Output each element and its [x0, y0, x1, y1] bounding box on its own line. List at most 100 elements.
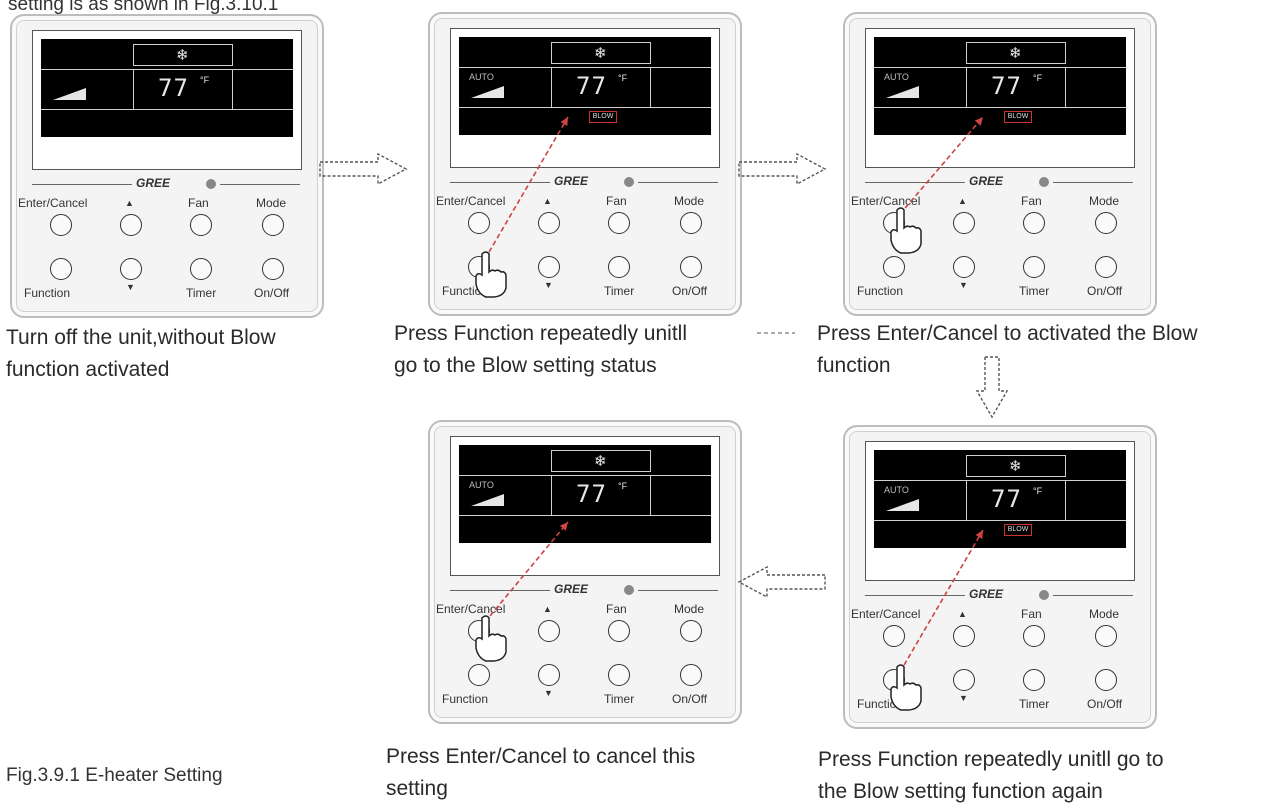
mode-label: Mode [674, 602, 705, 616]
down-button[interactable] [538, 256, 560, 278]
brand-row: GREE [12, 176, 322, 192]
caption-step3-line1: Press Enter/Cancel to activated the Blow [817, 322, 1198, 345]
mode-button[interactable] [1095, 212, 1117, 234]
enter-cancel-label: Enter/Cancel [436, 194, 506, 208]
function-button[interactable] [50, 258, 72, 280]
mode-button[interactable] [680, 212, 702, 234]
timer-button[interactable] [1023, 669, 1045, 691]
up-button[interactable] [953, 212, 975, 234]
up-arrow-icon: ▲ [543, 604, 552, 614]
mode-button[interactable] [1095, 625, 1117, 647]
up-button[interactable] [120, 214, 142, 236]
enter-cancel-button[interactable] [50, 214, 72, 236]
fan-button[interactable] [608, 212, 630, 234]
up-button[interactable] [538, 620, 560, 642]
display-frame: ❄ 77°F AUTO [450, 436, 720, 576]
blow-indicator: BLOW [1004, 524, 1032, 536]
temperature-readout: 77 [576, 72, 607, 100]
timer-button[interactable] [608, 664, 630, 686]
mode-button[interactable] [680, 620, 702, 642]
on-off-button[interactable] [680, 664, 702, 686]
flow-arrow-1-to-2 [319, 152, 408, 186]
timer-label: Timer [1019, 697, 1050, 711]
temperature-box: 77°F [551, 475, 651, 515]
caption-step2-line2: go to the Blow setting status [394, 354, 657, 377]
timer-button[interactable] [190, 258, 212, 280]
on-off-label: On/Off [1087, 284, 1123, 298]
fan-button[interactable] [190, 214, 212, 236]
function-button[interactable] [883, 256, 905, 278]
fan-speed-icon [886, 86, 919, 98]
divider-line [1053, 595, 1133, 596]
mode-box: ❄ [551, 42, 651, 64]
on-off-button[interactable] [1095, 669, 1117, 691]
fan-label: Fan [606, 602, 627, 616]
fan-button[interactable] [608, 620, 630, 642]
down-arrow-icon: ▼ [544, 688, 553, 698]
caption-step5: Press Function repeatedly unitll go to t… [818, 744, 1164, 808]
lcd-screen: ❄ 77°F AUTO [459, 445, 711, 543]
enter-cancel-button[interactable] [468, 212, 490, 234]
divider-line [865, 182, 965, 183]
pointing-hand-icon [890, 207, 922, 254]
fan-button[interactable] [1023, 212, 1045, 234]
function-label: Function [24, 286, 71, 300]
up-arrow-icon: ▲ [543, 196, 552, 206]
down-button[interactable] [120, 258, 142, 280]
on-off-label: On/Off [672, 284, 708, 298]
lcd-divider [41, 69, 293, 70]
down-button[interactable] [953, 256, 975, 278]
fan-label: Fan [188, 196, 209, 210]
cool-mode-icon: ❄ [1009, 45, 1022, 62]
gree-logo: GREE [969, 174, 1004, 188]
caption-step2-line1: Press Function repeatedly unitll [394, 322, 687, 345]
mode-box: ❄ [133, 44, 233, 66]
auto-fan-label: AUTO [884, 485, 909, 495]
function-button[interactable] [468, 664, 490, 686]
up-button[interactable] [538, 212, 560, 234]
pointing-hand-icon [475, 615, 507, 662]
divider-line [865, 595, 965, 596]
temperature-readout: 77 [991, 72, 1022, 100]
mode-button[interactable] [262, 214, 284, 236]
divider-line [32, 184, 132, 185]
gree-logo: GREE [969, 587, 1004, 601]
indicator-led [206, 179, 216, 189]
brand-row: GREE [430, 582, 740, 598]
mode-label: Mode [1089, 607, 1120, 621]
on-off-button[interactable] [680, 256, 702, 278]
indicator-led [1039, 177, 1049, 187]
caption-connector-dash [757, 332, 795, 334]
gree-logo: GREE [554, 582, 589, 596]
up-arrow-icon: ▲ [958, 196, 967, 206]
enter-cancel-button[interactable] [883, 625, 905, 647]
caption-step4-line2: setting [386, 777, 448, 800]
timer-button[interactable] [1023, 256, 1045, 278]
on-off-button[interactable] [1095, 256, 1117, 278]
auto-fan-label: AUTO [884, 72, 909, 82]
lcd-divider [459, 515, 711, 516]
pointing-hand-icon [890, 664, 922, 711]
timer-button[interactable] [608, 256, 630, 278]
display-frame: ❄77°F [32, 30, 302, 170]
indicator-led [624, 177, 634, 187]
down-arrow-icon: ▼ [126, 282, 135, 292]
auto-fan-label: AUTO [469, 480, 494, 490]
function-label: Function [857, 284, 904, 298]
fan-button[interactable] [1023, 625, 1045, 647]
down-button[interactable] [538, 664, 560, 686]
blow-indicator: BLOW [1004, 111, 1032, 123]
cool-mode-icon: ❄ [594, 453, 607, 470]
divider-line [220, 184, 300, 185]
cool-mode-icon: ❄ [176, 47, 189, 64]
on-off-button[interactable] [262, 258, 284, 280]
up-button[interactable] [953, 625, 975, 647]
caption-step4-line1: Press Enter/Cancel to cancel this [386, 745, 696, 768]
up-arrow-icon: ▲ [958, 609, 967, 619]
lcd-divider [41, 109, 293, 110]
down-button[interactable] [953, 669, 975, 691]
